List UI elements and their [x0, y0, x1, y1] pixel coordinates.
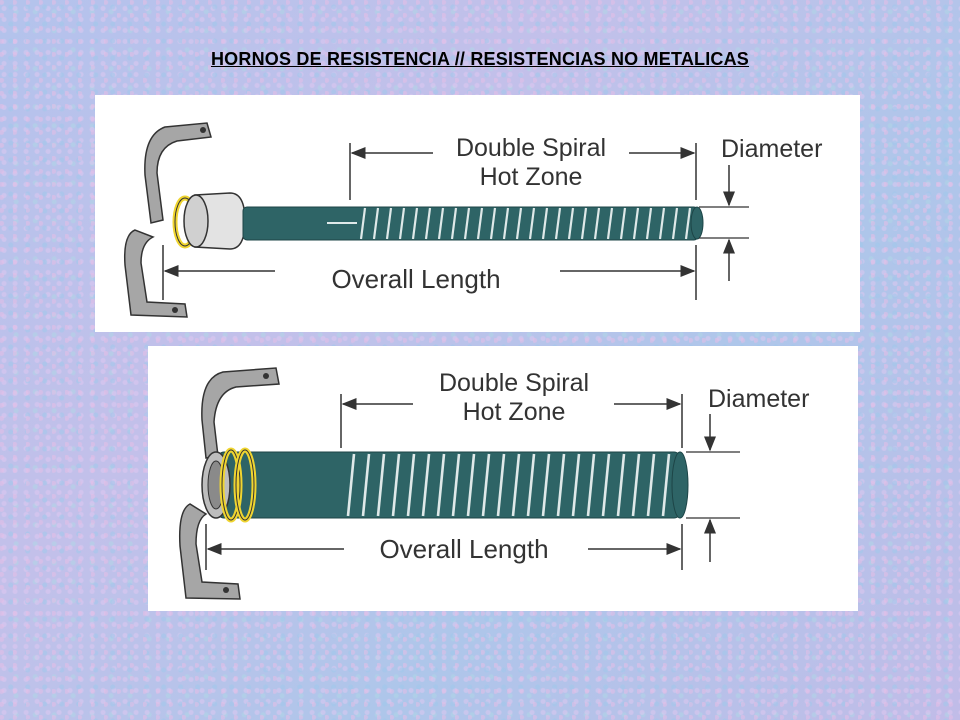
heating-element-diagram-1: Double Spiral Hot Zone Diameter Overall …: [123, 122, 822, 318]
spiral-grooves: [359, 207, 692, 240]
upper-clamp-hole: [263, 373, 269, 379]
upper-clamp-strap: [201, 367, 280, 459]
hot-zone-label-line1: Double Spiral: [456, 134, 606, 162]
lower-clamp-strap: [123, 229, 188, 318]
diagram-panel-1: Double Spiral Hot Zone Diameter Overall …: [95, 95, 860, 332]
diameter-label: Diameter: [708, 385, 809, 413]
hot-zone-label-line2: Hot Zone: [463, 398, 566, 426]
hot-zone-label-line1: Double Spiral: [439, 369, 589, 397]
lower-clamp-hole: [172, 307, 178, 313]
upper-clamp-hole: [200, 127, 206, 133]
slide-title: HORNOS DE RESISTENCIA // RESISTENCIAS NO…: [210, 49, 750, 69]
upper-clamp-strap: [144, 122, 212, 224]
heating-element-diagram-2: Double Spiral Hot Zone Diameter Overall …: [178, 367, 809, 600]
spiral-grooves: [346, 453, 671, 517]
element-tube: [217, 451, 681, 519]
overall-length-label: Overall Length: [331, 264, 500, 294]
diameter-label: Diameter: [721, 135, 822, 163]
diagram-panel-2: Double Spiral Hot Zone Diameter Overall …: [148, 346, 858, 611]
clamp-bands: [219, 447, 257, 523]
hot-zone-label-line2: Hot Zone: [480, 163, 583, 191]
lower-clamp-strap: [178, 503, 241, 600]
overall-length-label: Overall Length: [379, 534, 548, 564]
element-rod: [242, 206, 699, 241]
lower-clamp-hole: [223, 587, 229, 593]
